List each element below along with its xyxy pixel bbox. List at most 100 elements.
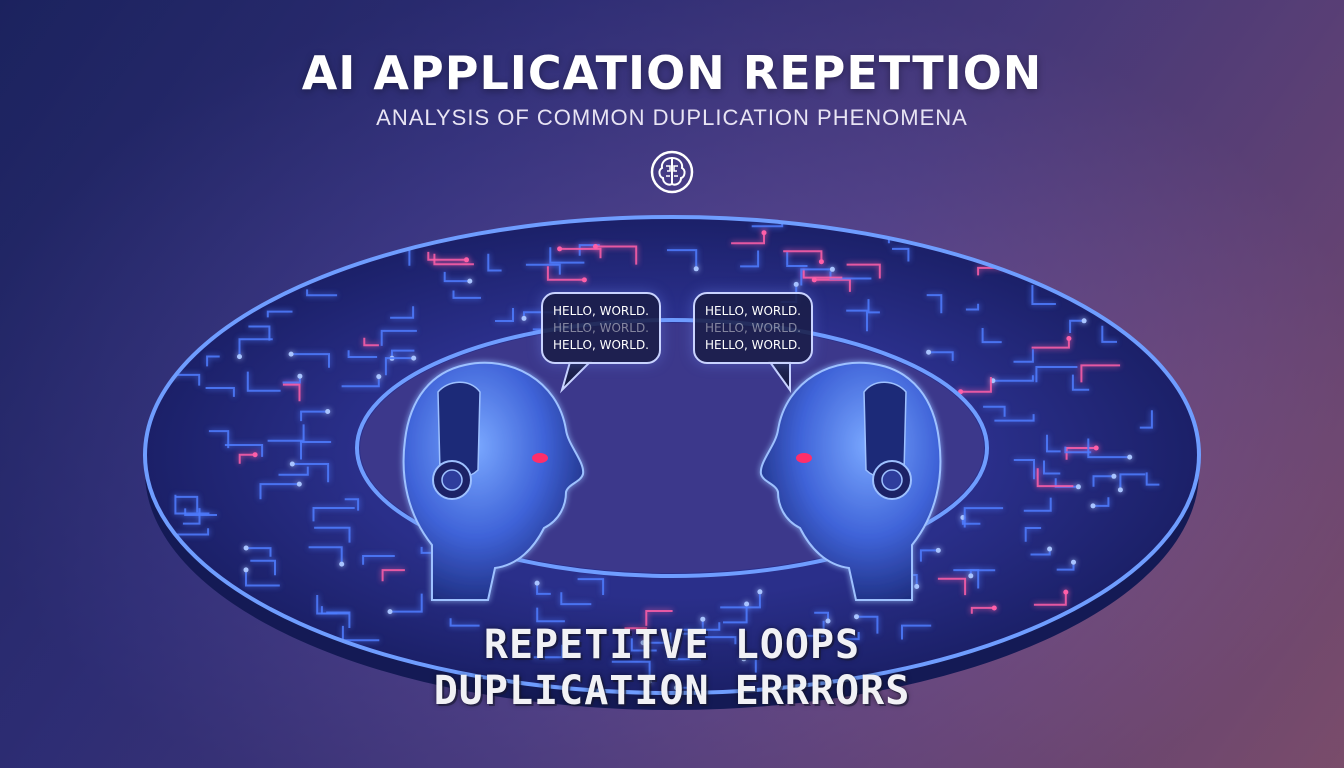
bubble-line: HELLO, WORLD.: [552, 338, 649, 352]
circuit-trace: [981, 328, 1002, 344]
ring-inner-edge: [355, 318, 989, 578]
circuit-node: [521, 315, 527, 321]
circuit-node: [411, 355, 417, 361]
circuit-traces: [170, 213, 1160, 691]
circuit-trace: [965, 303, 980, 311]
circuit-trace: [919, 549, 939, 562]
circuit-trace: [250, 559, 276, 576]
circuit-trace: [525, 263, 561, 275]
circuit-trace: [800, 268, 833, 286]
circuit-trace: [751, 213, 784, 228]
circuit-node: [581, 277, 587, 283]
circuit-node: [991, 605, 997, 611]
circuit-node: [243, 567, 249, 573]
circuit-trace: [560, 592, 592, 606]
circuit-trace: [487, 253, 502, 272]
circuit-trace: [683, 622, 721, 631]
bubble-line: HELLO, WORLD.: [704, 304, 801, 318]
circuit-node: [761, 230, 767, 236]
circuit-trace: [549, 247, 585, 264]
circuit-node: [914, 584, 920, 589]
circuit-node: [1127, 454, 1133, 460]
circuit-trace: [838, 632, 860, 641]
circuit-trace: [175, 495, 199, 513]
circuit-trace: [246, 547, 272, 557]
circuit-trace: [992, 375, 1034, 382]
circuit-trace: [643, 632, 672, 644]
circuit-trace: [577, 578, 605, 595]
circuit-node: [1071, 559, 1076, 565]
circuit-trace: [928, 351, 954, 361]
circuit-trace: [1071, 374, 1090, 391]
circuit-node: [640, 640, 646, 646]
circuit-trace: [381, 569, 405, 582]
circuit-trace: [238, 338, 273, 357]
circuit-node: [1066, 336, 1072, 341]
circuit-node: [1093, 445, 1099, 451]
circuit-trace: [390, 306, 415, 319]
page-title: AI APPLICATION REPETTION: [301, 46, 1043, 100]
circuit-trace: [559, 247, 602, 259]
circuit-node: [1111, 473, 1117, 479]
circuit-trace: [970, 606, 995, 614]
circuit-trace: [282, 383, 301, 402]
circuit-node: [935, 547, 941, 553]
circuit-trace: [184, 508, 217, 516]
circuit-node: [829, 266, 835, 272]
circuit-trace: [238, 453, 256, 464]
circuit-trace: [1035, 366, 1078, 383]
circuit-trace: [449, 618, 480, 627]
circuit-trace: [937, 577, 967, 596]
circuit-trace: [443, 271, 470, 283]
circuit-trace: [740, 250, 760, 268]
circuit-trace: [705, 636, 737, 645]
circuit-trace: [1069, 319, 1085, 333]
circuit-trace: [312, 507, 355, 522]
circuit-trace: [578, 244, 600, 256]
circuit-trace: [595, 245, 638, 265]
circuit-trace: [1145, 472, 1160, 486]
circuit-trace: [743, 657, 757, 673]
circuit-node: [1010, 265, 1016, 271]
circuit-trace: [814, 278, 851, 292]
circuit-node: [647, 678, 652, 684]
circuit-trace: [427, 251, 467, 261]
circuit-trace: [362, 555, 395, 565]
circuit-trace: [926, 294, 943, 314]
circuit-trace: [786, 252, 808, 267]
circuit-trace: [384, 357, 414, 376]
circuit-node: [968, 573, 974, 579]
circuit-trace: [495, 308, 514, 322]
circuit-trace: [300, 410, 328, 422]
circuit-trace: [795, 620, 825, 637]
circuit-node: [289, 461, 295, 467]
circuit-node: [297, 373, 303, 379]
circuit-trace: [306, 289, 338, 297]
circuit-trace: [433, 253, 474, 266]
circuit-trace: [1101, 325, 1117, 343]
left-speech-bubble: HELLO, WORLD. HELLO, WORLD. HELLO, WORLD…: [541, 292, 661, 364]
circuit-trace: [1043, 460, 1061, 475]
circuit-trace: [1024, 527, 1042, 542]
circuit-trace: [546, 266, 585, 281]
circuit-trace: [390, 593, 423, 613]
circuit-trace: [278, 466, 309, 476]
circuit-trace: [963, 507, 1004, 528]
circuit-trace: [344, 498, 360, 511]
circuit-trace: [676, 678, 694, 689]
circuit-node: [467, 278, 473, 284]
circuit-trace: [723, 603, 748, 624]
circuit-node: [593, 244, 598, 249]
circuit-trace: [783, 250, 823, 262]
circuit-trace: [363, 337, 379, 347]
circuit-trace: [314, 526, 351, 543]
circuit-node: [1047, 546, 1053, 552]
page-subtitle: ANALYSIS OF COMMON DUPLICATION PHENOMENA: [376, 105, 968, 130]
circuit-node: [854, 614, 859, 620]
circuit-node: [296, 481, 302, 487]
circuit-trace: [720, 591, 761, 609]
circuit-trace: [206, 355, 220, 367]
circuit-trace: [802, 268, 843, 279]
circuit-node: [674, 685, 679, 691]
tagline-line-1: REPETITVE LOOPS: [483, 622, 861, 668]
